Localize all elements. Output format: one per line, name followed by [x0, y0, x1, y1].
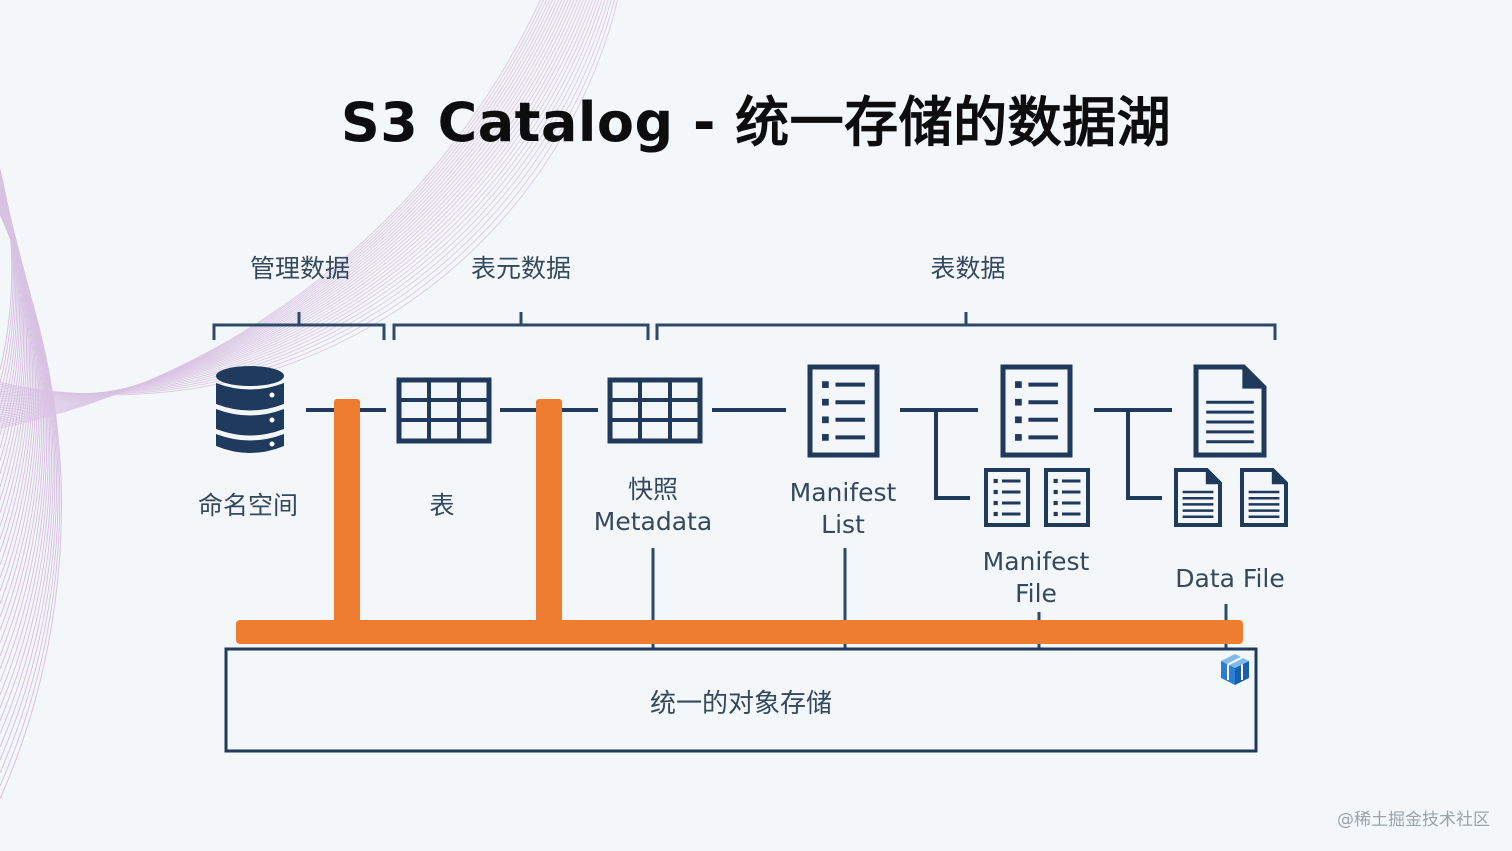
label-table: 表: [429, 491, 455, 520]
table-grid-icon: [396, 377, 492, 444]
label-snapshot-line1: 快照: [627, 475, 678, 504]
watermark: @稀土掘金技术社区: [1337, 810, 1490, 830]
label-manifest-file-line1: Manifest: [982, 547, 1090, 576]
manifest-list-icon: [807, 364, 880, 458]
label-manifest-list-line2: List: [821, 510, 865, 539]
label-manifest-list-line1: Manifest: [789, 478, 897, 507]
decorative-arcs: [0, 0, 619, 800]
object-storage-label: 统一的对象存储: [649, 689, 832, 719]
label-manifest-list: Manifest List: [773, 477, 913, 541]
bracket-table-data: [655, 312, 1277, 340]
bracket-table-metadata: [392, 312, 650, 340]
label-data-file: Data File: [1175, 564, 1285, 593]
data-file-small-icon-2: [1240, 468, 1288, 527]
data-file-main-icon: [1193, 364, 1267, 458]
bracket-management: [212, 312, 386, 340]
database-icon: [216, 366, 284, 453]
group-label-table-data: 表数据: [930, 254, 1006, 283]
object-storage-box: [224, 647, 1258, 753]
label-snapshot-line2: Metadata: [593, 507, 713, 536]
group-label-management: 管理数据: [249, 254, 350, 283]
snapshot-grid-icon: [607, 377, 703, 444]
manifest-file-small-icon-2: [1044, 468, 1090, 527]
data-file-small-icon-1: [1174, 468, 1222, 527]
label-namespace: 命名空间: [197, 491, 298, 520]
page-title: S3 Catalog - 统一存储的数据湖: [340, 91, 1172, 154]
manifest-file-main-icon: [1000, 364, 1073, 458]
s3-bucket-icon: [1221, 654, 1249, 685]
manifest-file-small-icon-1: [984, 468, 1030, 527]
label-manifest-file-line2: File: [1015, 579, 1057, 608]
group-label-table-metadata: 表元数据: [470, 254, 571, 283]
label-manifest-file: Manifest File: [966, 546, 1106, 610]
orange-bus: [236, 399, 1243, 644]
label-snapshot: 快照 Metadata: [583, 474, 723, 538]
